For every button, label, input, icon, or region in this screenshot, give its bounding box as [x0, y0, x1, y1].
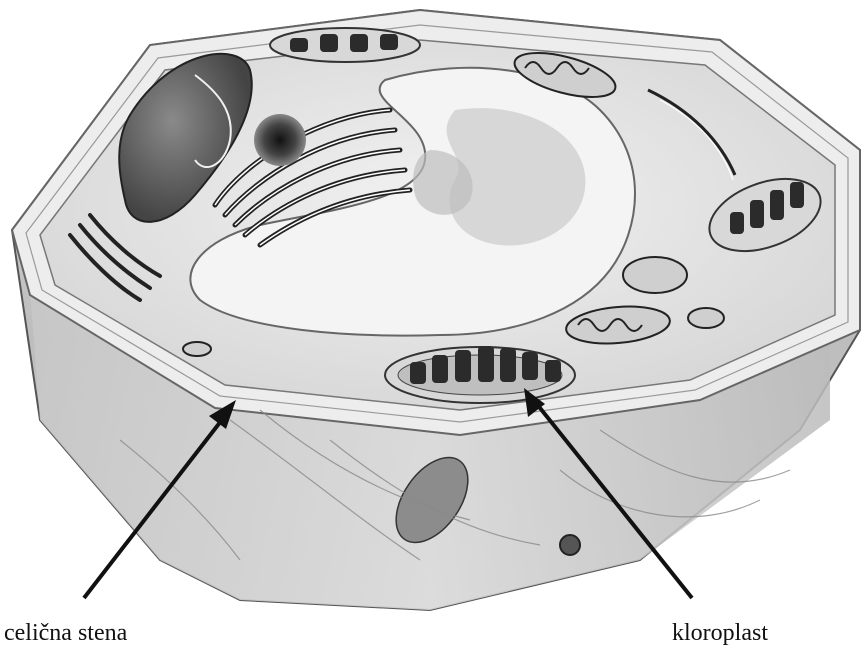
- chloroplast-top: [270, 28, 420, 62]
- nucleolus: [254, 114, 306, 166]
- chloroplast-front: [385, 346, 575, 403]
- label-cell-wall: celična stena: [4, 620, 128, 646]
- label-chloroplast: kloroplast: [672, 620, 768, 646]
